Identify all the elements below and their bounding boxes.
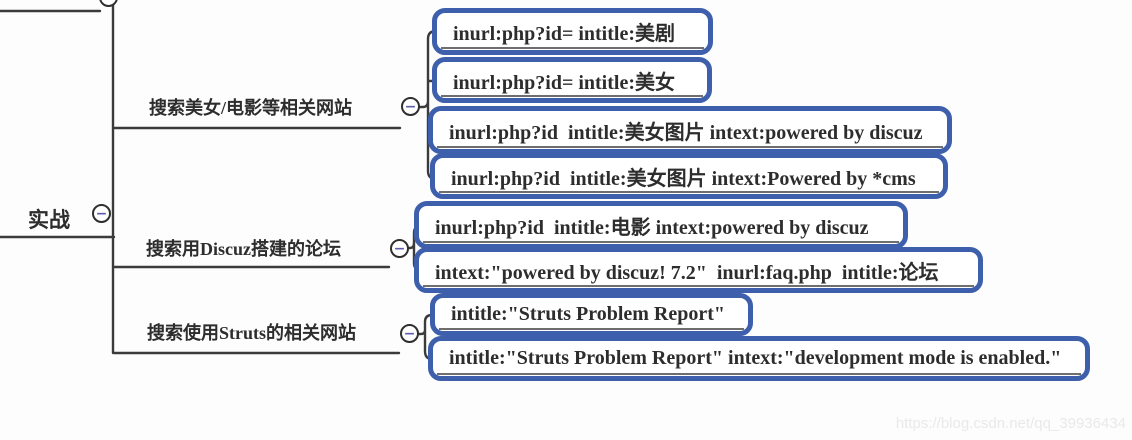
minus-icon: − — [393, 240, 406, 257]
query-text: inurl:php?id intitle:美女图片 intext:powered… — [449, 121, 923, 144]
node-underline — [437, 373, 1081, 375]
query-node[interactable]: inurl:php?id intitle:电影 intext:powered b… — [414, 201, 908, 249]
branch-topic-beauty-movie-sites[interactable]: 搜索美女/电影等相关网站 — [149, 98, 352, 118]
collapse-button-root[interactable]: − — [92, 204, 111, 223]
node-underline — [423, 285, 974, 287]
root-topic[interactable]: 实战 — [28, 208, 70, 232]
query-node[interactable]: inurl:php?id intitle:美女图片 intext:Powered… — [430, 153, 948, 199]
query-node[interactable]: intext:"powered by discuz! 7.2" inurl:fa… — [414, 247, 983, 293]
minus-icon: − — [95, 205, 108, 222]
branch-topic-struts-sites[interactable]: 搜索使用Struts的相关网站 — [147, 323, 357, 343]
minus-icon: − — [103, 0, 115, 5]
query-text: intext:"powered by discuz! 7.2" inurl:fa… — [435, 261, 939, 284]
query-text: inurl:php?id= intitle:美女 — [453, 71, 675, 94]
node-underline — [441, 47, 704, 49]
query-text: inurl:php?id= intitle:美剧 — [453, 23, 675, 45]
query-text: inurl:php?id intitle:电影 intext:powered b… — [435, 216, 869, 239]
query-node[interactable]: inurl:php?id= intitle:美剧 — [432, 8, 713, 55]
query-node[interactable]: intitle:"Struts Problem Report" intext:"… — [428, 336, 1090, 381]
query-node[interactable]: inurl:php?id intitle:美女图片 intext:powered… — [428, 106, 952, 154]
collapse-button-branch2[interactable]: − — [390, 239, 409, 258]
query-node[interactable]: intitle:"Struts Problem Report" — [430, 293, 753, 336]
node-underline — [439, 191, 939, 193]
query-text: inurl:php?id intitle:美女图片 intext:Powered… — [451, 167, 916, 190]
minus-icon: − — [404, 98, 417, 115]
minus-icon: − — [403, 325, 416, 342]
branch1-child-connectors — [418, 29, 439, 181]
collapse-button-branch3[interactable]: − — [400, 324, 419, 343]
node-underline — [437, 146, 943, 148]
csdn-watermark: https://blog.csdn.net/qq_39936434 — [895, 415, 1126, 432]
query-node[interactable]: inurl:php?id= intitle:美女 — [432, 57, 712, 103]
node-underline — [439, 328, 744, 330]
collapse-button-branch1[interactable]: − — [401, 97, 420, 116]
query-text: intitle:"Struts Problem Report" — [451, 303, 726, 325]
branch-topic-discuz-forums[interactable]: 搜索用Discuz搭建的论坛 — [146, 239, 341, 259]
node-underline — [441, 95, 703, 97]
node-underline — [423, 241, 899, 243]
query-text: intitle:"Struts Problem Report" intext:"… — [449, 347, 1062, 369]
